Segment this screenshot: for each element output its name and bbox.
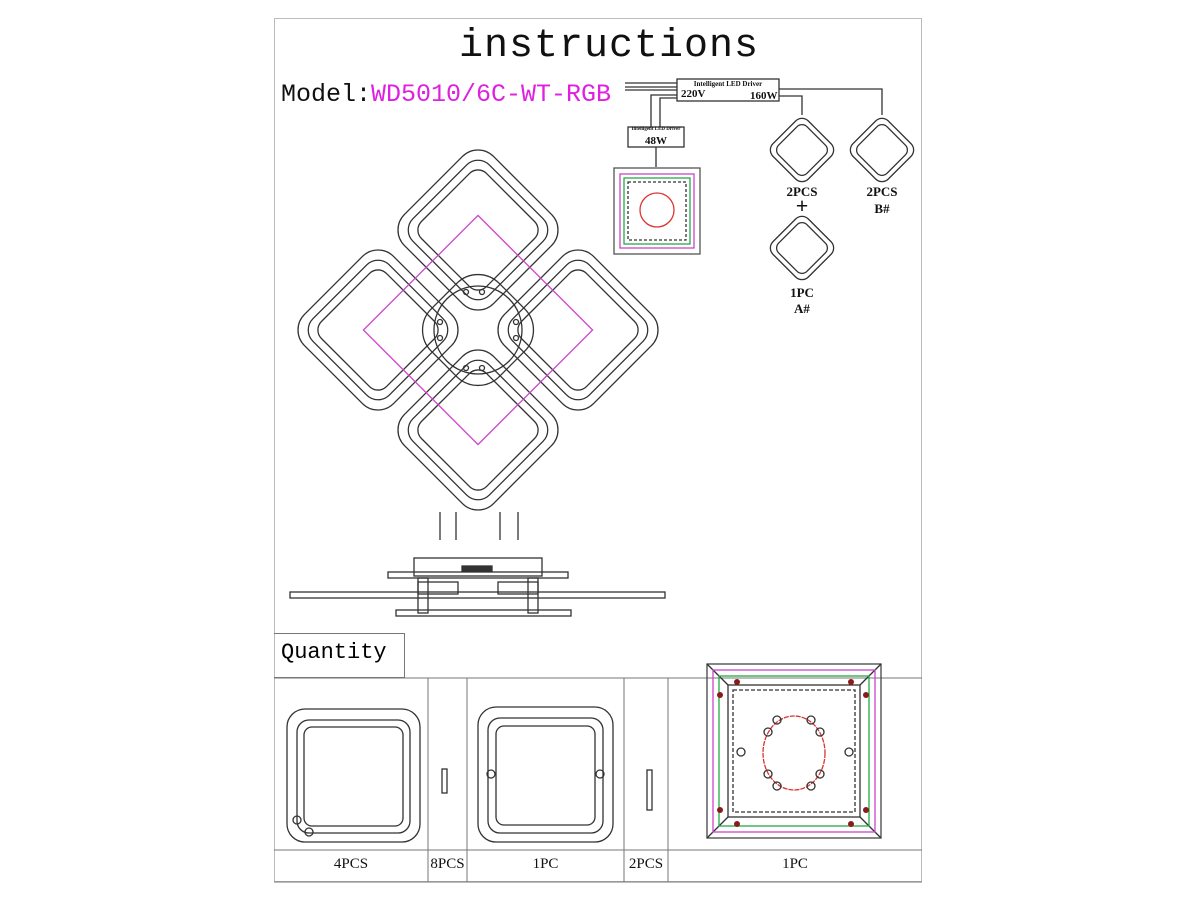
sub-driver-name: Intelligent LED Driver xyxy=(631,127,681,132)
model-value: WD5010/6C-WT-RGB xyxy=(371,80,612,109)
group-a-code: A# xyxy=(794,301,810,316)
model-label: Model: xyxy=(281,80,372,109)
quantity-table xyxy=(274,677,922,883)
top-view-diagram xyxy=(297,149,659,511)
group-a-qty: 1PC xyxy=(790,285,814,300)
group-b-qty: 2PCS xyxy=(866,184,898,199)
model-line: Model:WD5010/6C-WT-RGB xyxy=(281,80,611,109)
page-title: instructions xyxy=(458,24,760,69)
group-a-top-qty: 2PCS xyxy=(786,184,818,199)
side-view-diagram xyxy=(289,512,666,617)
qty-screws: 8PCS xyxy=(430,856,465,872)
main-driver-box xyxy=(676,78,780,102)
main-driver-input: 220V xyxy=(681,88,706,100)
group-b-code: B# xyxy=(874,201,890,216)
main-driver-name: Intelligent LED Driver xyxy=(693,80,763,88)
qty-rods: 2PCS xyxy=(628,856,664,872)
wiring-diagram xyxy=(613,78,915,281)
qty-base-plate: 1PC xyxy=(782,856,808,872)
qty-large-ring: 4PCS xyxy=(333,856,369,872)
main-driver-power: 160W xyxy=(750,90,778,102)
quantity-parts xyxy=(286,663,882,843)
qty-ring-a: 1PC xyxy=(532,856,559,872)
sub-driver-power: 48W xyxy=(645,135,667,147)
quantity-heading: Quantity xyxy=(274,633,405,678)
plus-sign: + xyxy=(795,193,809,218)
